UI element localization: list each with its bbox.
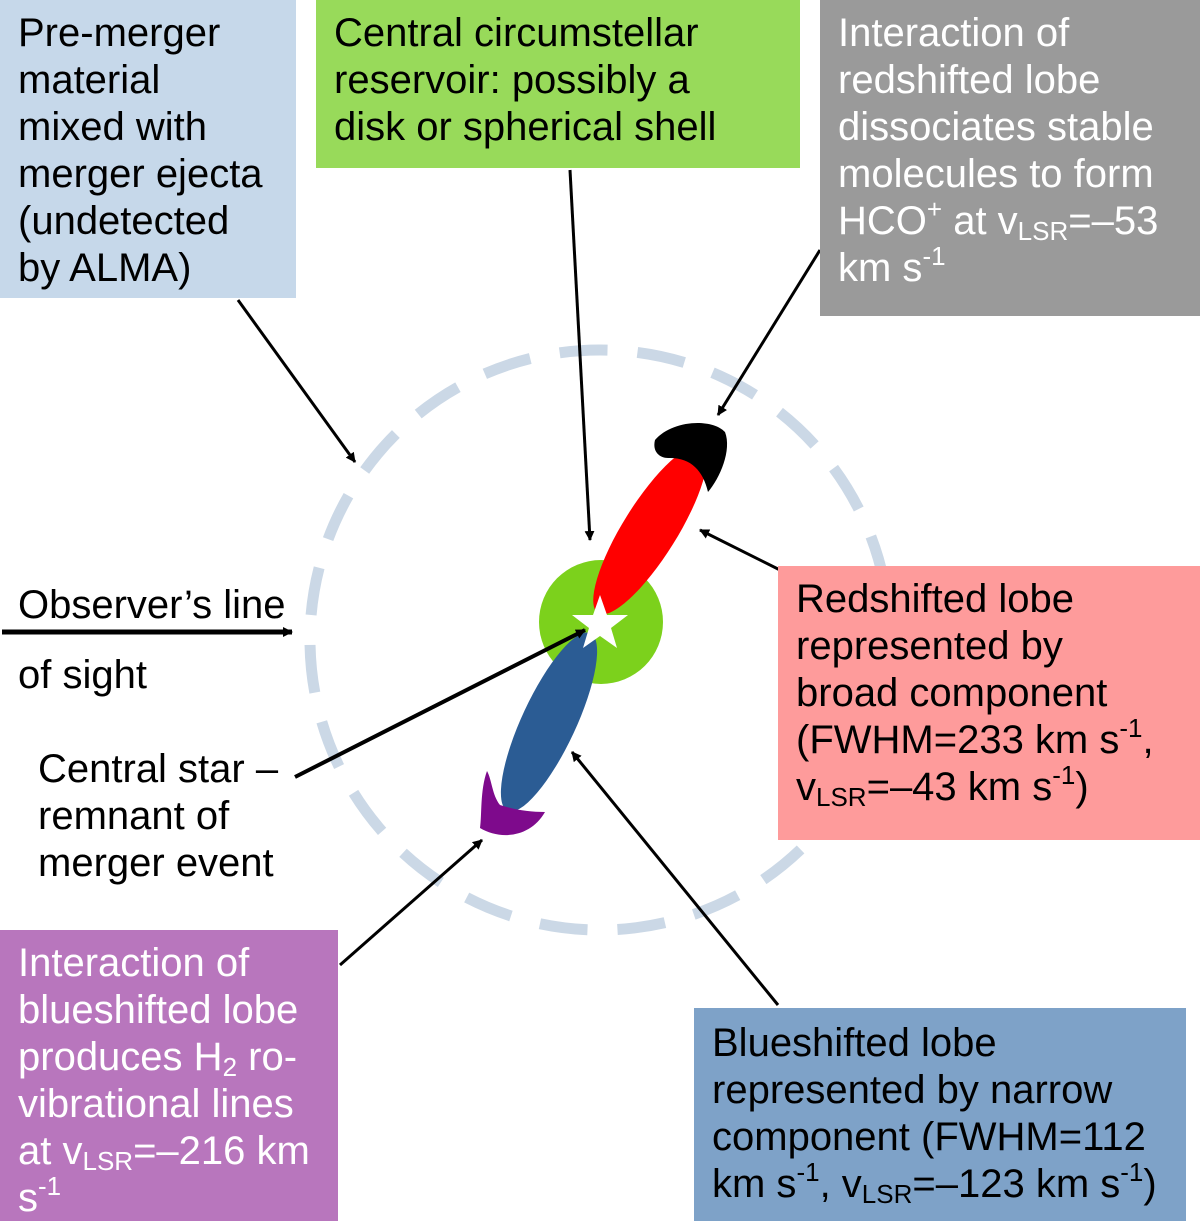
line-of-sight-label: Observer’s line of sight xyxy=(18,570,286,710)
arrow-red-interaction xyxy=(716,249,822,416)
redshifted-lobe-line-3: broad component xyxy=(796,671,1108,715)
blue-interaction-line-4: vibrational lines xyxy=(18,1082,294,1126)
central-star-line-1: Central star – xyxy=(38,747,279,791)
line-of-sight-line-2: of sight xyxy=(18,653,147,697)
central-star-line-2: remnant of xyxy=(38,794,230,838)
blue-interaction-line-5: at vLSR=–216 km xyxy=(18,1129,310,1176)
arrow-blue-interaction xyxy=(339,838,483,967)
pre-merger-line-3: mixed with xyxy=(18,105,207,149)
blue-interaction-cap xyxy=(480,771,545,836)
arrow-reservoir xyxy=(568,169,595,541)
blueshifted-lobe-line-2: represented by narrow xyxy=(712,1068,1113,1112)
redshifted-lobe-shape xyxy=(593,445,707,615)
red-interaction-line-1: Interaction of xyxy=(838,11,1070,55)
central-star-line-3: merger event xyxy=(38,841,274,885)
red-interaction-line-4: molecules to form xyxy=(838,152,1154,196)
reservoir-box: Central circumstellar reservoir: possibl… xyxy=(316,0,800,168)
blueshifted-lobe-line-1: Blueshifted lobe xyxy=(712,1021,997,1065)
red-interaction-cap xyxy=(654,422,728,492)
pre-merger-box: Pre-merger material mixed with merger ej… xyxy=(0,0,296,298)
arrow-blueshifted-lobe xyxy=(570,751,780,1006)
redshifted-lobe-line-1: Redshifted lobe xyxy=(796,577,1074,621)
redshifted-lobe-line-2: represented by xyxy=(796,624,1063,668)
central-star-icon xyxy=(572,595,628,648)
pre-merger-line-6: by ALMA) xyxy=(18,246,192,290)
arrow-redshifted-lobe xyxy=(699,528,781,572)
arrow-pre-merger xyxy=(236,299,357,463)
pre-merger-line-5: (undetected xyxy=(18,199,230,243)
blue-interaction-box: Interaction of blueshifted lobe produces… xyxy=(0,930,338,1221)
red-interaction-line-3: dissociates stable xyxy=(838,105,1154,149)
blueshifted-lobe-shape xyxy=(500,632,598,812)
blue-interaction-line-1: Interaction of xyxy=(18,941,250,985)
pre-merger-line-2: material xyxy=(18,58,161,102)
blue-interaction-line-3: produces H2 ro- xyxy=(18,1035,298,1082)
pre-merger-line-1: Pre-merger xyxy=(18,11,221,55)
red-interaction-line-5: HCO+ at vLSR=–53 xyxy=(838,194,1159,246)
blue-interaction-line-6: s-1 xyxy=(18,1171,62,1220)
line-of-sight-line-1: Observer’s line xyxy=(18,583,286,627)
reservoir-line-2: reservoir: possibly a xyxy=(334,58,690,102)
central-star-label: Central star – remnant of merger event xyxy=(38,746,278,887)
redshifted-lobe-box: Redshifted lobe represented by broad com… xyxy=(778,566,1200,840)
blueshifted-lobe-line-3: component (FWHM=112 xyxy=(712,1115,1146,1159)
redshifted-lobe-line-4: (FWHM=233 km s-1, xyxy=(796,713,1154,762)
red-interaction-line-2: redshifted lobe xyxy=(838,58,1101,102)
blueshifted-lobe-box: Blueshifted lobe represented by narrow c… xyxy=(694,1008,1186,1221)
blue-interaction-line-2: blueshifted lobe xyxy=(18,988,299,1032)
red-interaction-box: Interaction of redshifted lobe dissociat… xyxy=(820,0,1200,316)
blueshifted-lobe-line-4: km s-1, vLSR=–123 km s-1) xyxy=(712,1157,1157,1209)
reservoir-line-3: disk or spherical shell xyxy=(334,105,717,149)
arrow-central-star xyxy=(294,628,586,779)
reservoir-line-1: Central circumstellar xyxy=(334,11,699,55)
pre-merger-line-4: merger ejecta xyxy=(18,152,263,196)
red-interaction-line-6: km s-1 xyxy=(838,241,946,290)
redshifted-lobe-line-5: vLSR=–43 km s-1) xyxy=(796,760,1089,812)
